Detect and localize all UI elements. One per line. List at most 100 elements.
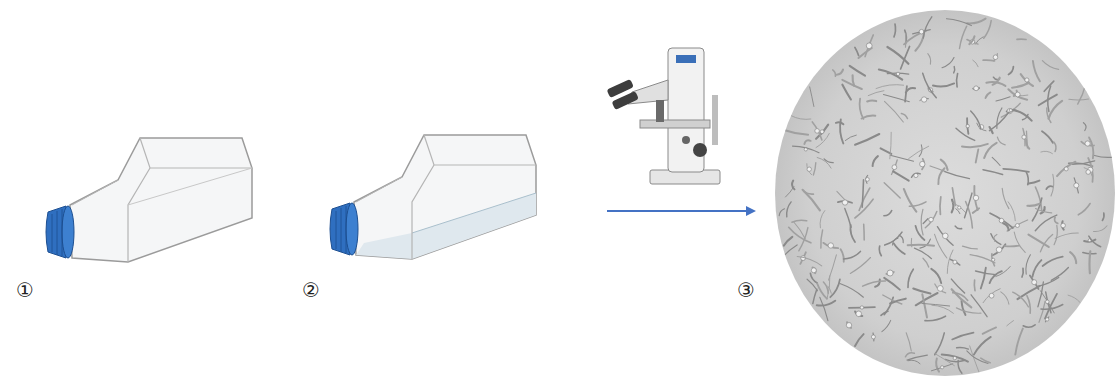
micrograph — [775, 10, 1115, 376]
cell — [908, 360, 920, 364]
round-cell — [892, 165, 897, 170]
cell — [1036, 209, 1052, 213]
cell — [1049, 101, 1063, 119]
cell — [923, 73, 937, 98]
round-cell — [1061, 223, 1066, 228]
cell — [859, 48, 872, 58]
cell — [976, 271, 997, 275]
cell — [1035, 215, 1057, 231]
cell — [957, 348, 969, 350]
cell — [983, 327, 997, 334]
cell — [899, 235, 903, 243]
cell — [1012, 83, 1029, 88]
round-cell — [871, 335, 875, 339]
cell — [1089, 236, 1101, 247]
cell — [862, 180, 863, 207]
cell — [969, 36, 974, 44]
cell — [992, 157, 1000, 165]
cell — [830, 279, 840, 297]
cell — [789, 227, 811, 243]
cell — [958, 361, 962, 374]
cell — [942, 58, 954, 68]
cell — [813, 289, 817, 303]
cell — [1003, 223, 1009, 230]
cell — [782, 130, 808, 135]
cell — [992, 254, 995, 266]
round-cell — [828, 243, 833, 248]
cell — [884, 278, 900, 290]
cell — [1051, 268, 1068, 281]
cell — [1003, 169, 1029, 172]
cell — [1055, 233, 1078, 239]
microscope-icon — [607, 48, 720, 184]
cell — [1032, 260, 1041, 277]
cell — [885, 101, 904, 122]
cell — [1023, 129, 1025, 146]
cell — [952, 188, 955, 206]
round-cell — [941, 366, 944, 369]
cell — [840, 284, 864, 298]
cell — [884, 183, 900, 198]
cell — [913, 30, 931, 34]
cell — [1047, 108, 1051, 123]
cell — [865, 35, 873, 57]
cell — [1029, 181, 1040, 184]
cell — [1039, 301, 1045, 322]
cell — [859, 188, 870, 210]
cell — [955, 226, 961, 229]
cell — [1021, 74, 1033, 86]
cell — [817, 301, 835, 306]
round-cell — [996, 247, 1002, 253]
cell — [932, 305, 954, 313]
cell — [1055, 217, 1058, 223]
round-cell — [999, 218, 1004, 223]
cell — [905, 353, 914, 357]
cell — [983, 59, 994, 62]
cell — [873, 156, 878, 166]
cell — [887, 47, 908, 64]
cell — [915, 32, 924, 51]
round-cell — [811, 268, 816, 273]
cell — [967, 351, 988, 364]
round-cell — [921, 97, 926, 102]
cell — [862, 116, 876, 119]
cell — [983, 170, 1003, 175]
cell — [962, 144, 988, 147]
cell — [791, 116, 811, 120]
cell — [937, 227, 953, 246]
cell — [990, 112, 1009, 130]
cell — [1043, 257, 1063, 266]
cell — [892, 238, 898, 245]
cell — [993, 244, 1006, 255]
cell — [901, 114, 907, 119]
round-cell — [992, 258, 995, 261]
cell — [884, 211, 892, 216]
cell — [973, 60, 978, 67]
cell — [850, 66, 865, 76]
cell — [855, 134, 879, 145]
round-cell — [1022, 135, 1026, 139]
cell — [971, 111, 981, 129]
cell — [845, 135, 856, 140]
cell — [1069, 99, 1089, 101]
cell — [890, 155, 913, 161]
cell — [820, 297, 828, 320]
cell — [817, 284, 827, 299]
cell — [938, 168, 944, 184]
cell — [1013, 292, 1029, 307]
cell — [935, 234, 947, 258]
cell — [1084, 168, 1092, 177]
cell — [923, 17, 932, 38]
cell — [984, 21, 992, 39]
cell — [947, 19, 972, 26]
cell — [916, 226, 925, 240]
cell — [876, 85, 904, 89]
cell — [928, 54, 931, 64]
round-cell — [920, 161, 925, 166]
cell — [1042, 61, 1058, 70]
cell — [807, 279, 817, 291]
round-cell — [1046, 300, 1050, 304]
cell — [1041, 207, 1045, 213]
cell — [911, 238, 913, 246]
